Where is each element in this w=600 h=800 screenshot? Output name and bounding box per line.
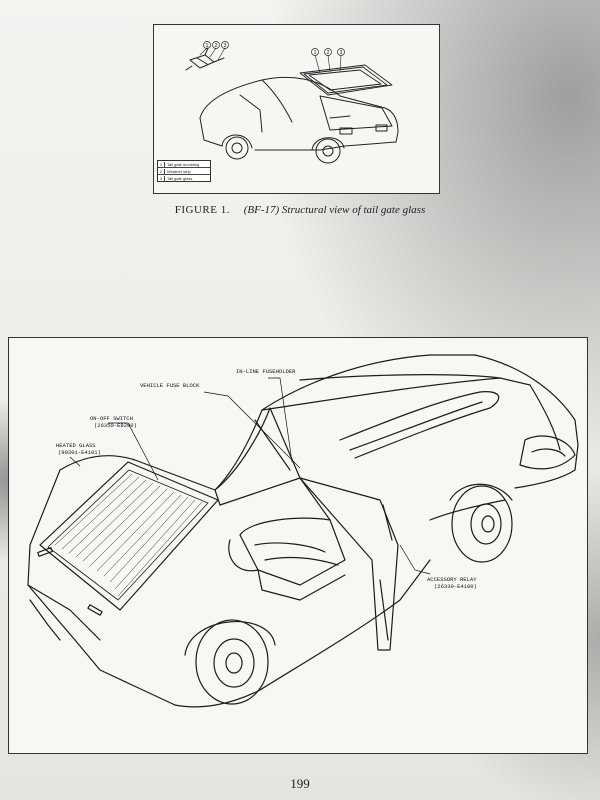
- cabin-interior: [214, 407, 346, 601]
- accessory-relay-part-number: (26330-E4100): [434, 583, 477, 590]
- hood-bulge: [339, 391, 500, 459]
- detail-inset-drawing: [185, 47, 225, 71]
- legend-row: 3 Tail gate glass: [158, 175, 210, 181]
- legend-row: 2 Weather strip: [158, 168, 210, 175]
- callout-circle: [212, 41, 220, 49]
- legend-text: Tail gate moulding: [167, 161, 200, 167]
- legend-text: Tail gate glass: [167, 175, 193, 181]
- vehicle-fuse-block-label: VEHICLE FUSE BLOCK: [140, 382, 200, 389]
- figure-number: FIGURE 1.: [174, 204, 230, 216]
- car-body-outline: [27, 354, 579, 708]
- figure-1-legend: 1 Tail gate moulding 2 Weather strip 3 T…: [157, 160, 211, 182]
- figure-1-caption: FIGURE 1. (BF-17) Structural view of tai…: [0, 204, 600, 216]
- heated-glass-panel: [39, 461, 219, 611]
- callout-number: 2: [215, 43, 218, 49]
- car-drawing-fig1: [199, 76, 399, 164]
- legend-row: 1 Tail gate moulding: [158, 161, 210, 168]
- inline-fuseholder-label: IN-LINE FUSEHOLDER: [236, 368, 296, 375]
- accessory-relay-label: ACCESSORY RELAY: [427, 576, 477, 583]
- on-off-switch-part-number: (26350-E8200): [94, 422, 137, 429]
- heated-glass-part-number: (90301-E4101): [58, 449, 101, 456]
- callout-circle: [337, 48, 345, 56]
- figure-caption-text: (BF-17) Structural view of tail gate gla…: [243, 204, 426, 216]
- callout-number: 2: [327, 50, 330, 56]
- callout-circle: [203, 41, 211, 49]
- heated-glass-label: HEATED GLASS: [56, 442, 96, 449]
- callout-number: 3: [340, 50, 343, 56]
- rear-tail: [27, 547, 103, 641]
- legend-number: 3: [158, 175, 165, 181]
- legend-number: 1: [158, 161, 165, 167]
- callout-number: 3: [224, 43, 227, 49]
- callout-circle: [324, 48, 332, 56]
- callout-circle: [311, 48, 319, 56]
- open-door: [299, 477, 399, 651]
- headlight: [519, 435, 576, 470]
- fig1-leader-lines: [199, 47, 342, 74]
- legend-number: 2: [158, 168, 165, 174]
- heated-glass-grid: [54, 473, 203, 597]
- callout-circle: [221, 41, 229, 49]
- on-off-switch-label: ON-OFF SWITCH: [90, 415, 133, 422]
- figure-2-leader-lines: [69, 377, 431, 575]
- callout-number: 1: [314, 50, 317, 56]
- front-wheel: [449, 483, 513, 563]
- page-number: 199: [290, 776, 310, 791]
- legend-text: Weather strip: [167, 168, 191, 174]
- callout-number: 1: [206, 43, 209, 49]
- rear-wheel: [184, 619, 276, 705]
